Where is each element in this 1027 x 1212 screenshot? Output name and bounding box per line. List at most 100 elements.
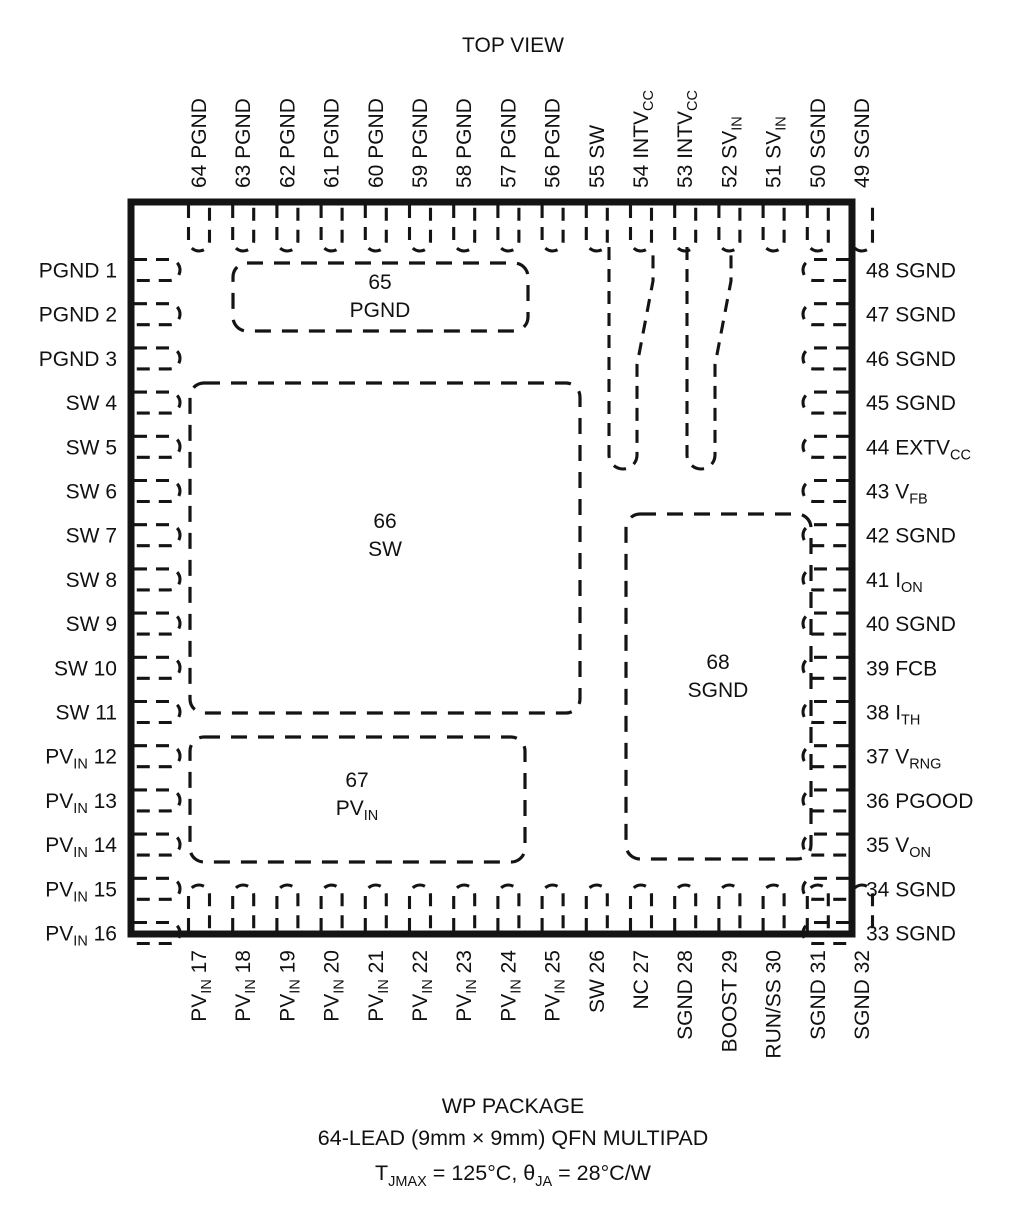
pin-pad-44[interactable]: [801, 434, 849, 459]
pin-label-26: SW 26: [586, 950, 609, 1013]
pin-pad-28[interactable]: [673, 883, 698, 931]
pin-pad-35[interactable]: [801, 832, 849, 857]
pin-label-31: SGND 31: [807, 950, 830, 1040]
pin-label-58: 58 PGND: [453, 98, 476, 188]
pin-pad-13[interactable]: [134, 788, 182, 813]
merged-pad-fingers: [607, 247, 733, 471]
pin-pad-60[interactable]: [363, 205, 388, 253]
pin-label-22: PVIN 22: [409, 950, 436, 1022]
pin-pad-33[interactable]: [801, 920, 849, 946]
pin-pad-55[interactable]: [584, 205, 609, 253]
pin-pad-47[interactable]: [801, 302, 849, 327]
pin-pad-24[interactable]: [496, 883, 521, 931]
pin-pad-1[interactable]: [134, 257, 182, 283]
pin-pad-31[interactable]: [805, 883, 830, 931]
pin-pad-16[interactable]: [134, 920, 182, 946]
pin-pad-15[interactable]: [134, 876, 182, 901]
exposed-pad-67-outline: [188, 735, 527, 864]
pin-pad-6[interactable]: [134, 478, 182, 504]
pin-pad-10[interactable]: [134, 655, 182, 680]
pin-pad-7[interactable]: [134, 523, 182, 548]
pin-label-34: 34 SGND: [866, 878, 956, 901]
left-pin-pads: [134, 257, 182, 946]
bottom-pin-pads: [186, 883, 875, 931]
pin-pad-56[interactable]: [540, 205, 565, 253]
pin-label-27: NC 27: [630, 950, 653, 1010]
pin-pad-49[interactable]: [849, 205, 875, 253]
pin-pad-48[interactable]: [801, 257, 849, 283]
pin-pad-22[interactable]: [407, 883, 433, 931]
pin-pad-27[interactable]: [628, 883, 654, 931]
package-caption: WP PACKAGE 64-LEAD (9mm × 9mm) QFN MULTI…: [318, 1094, 708, 1190]
pin-label-4: SW 4: [66, 392, 118, 415]
pin-pad-50[interactable]: [805, 205, 830, 253]
pin-label-32: SGND 32: [851, 950, 874, 1040]
top-pin-pads: [186, 205, 875, 253]
pin-label-2: PGND 2: [39, 304, 117, 327]
pin-pad-2[interactable]: [134, 302, 182, 327]
pin-label-7: SW 7: [66, 525, 117, 548]
pin-pad-61[interactable]: [319, 205, 344, 253]
pin-pad-5[interactable]: [134, 434, 182, 459]
pin-pad-41[interactable]: [801, 567, 849, 592]
pin-label-61: 61 PGND: [321, 98, 344, 188]
pin-pad-58[interactable]: [452, 205, 477, 253]
pin-pad-32[interactable]: [849, 883, 875, 931]
pin-pad-14[interactable]: [134, 832, 182, 857]
pin-label-54: 54 INTVCC: [630, 90, 657, 188]
pin-pad-34[interactable]: [801, 876, 849, 901]
pin-pad-45[interactable]: [801, 390, 849, 415]
pin-label-44: 44 EXTVCC: [866, 436, 971, 463]
pin-pad-38[interactable]: [801, 699, 849, 725]
pin-label-14: PVIN 14: [45, 834, 117, 861]
pin-pad-26[interactable]: [584, 883, 609, 931]
exposed-pad-65-outline: [231, 261, 530, 333]
pin-label-41: 41 ION: [866, 569, 923, 596]
exposed-pad-name-67: PVIN: [336, 797, 379, 824]
pin-pad-63[interactable]: [231, 205, 256, 253]
pin-pad-19[interactable]: [275, 883, 300, 931]
pin-pad-30[interactable]: [761, 883, 786, 931]
pin-label-6: SW 6: [66, 481, 117, 504]
pin-label-63: 63 PGND: [232, 98, 255, 188]
pin-label-25: PVIN 25: [542, 950, 569, 1022]
pin-pad-57[interactable]: [496, 205, 521, 253]
pin-pad-43[interactable]: [801, 478, 849, 504]
exposed-pad-name-68: SGND: [688, 679, 749, 702]
pin-pad-18[interactable]: [231, 883, 256, 931]
pin-label-8: SW 8: [66, 569, 117, 592]
pin-label-30: RUN/SS 30: [763, 950, 786, 1059]
pin-pad-21[interactable]: [363, 883, 388, 931]
pin-pad-20[interactable]: [319, 883, 344, 931]
pin-pad-4[interactable]: [134, 390, 182, 415]
pin-pad-62[interactable]: [275, 205, 300, 253]
caption-line-package-name: WP PACKAGE: [442, 1094, 585, 1118]
pin-pad-46[interactable]: [801, 346, 849, 371]
exposed-pad-name-66: SW: [368, 538, 402, 561]
pin-pad-9[interactable]: [134, 611, 182, 636]
pin-label-59: 59 PGND: [409, 98, 432, 188]
pin-label-46: 46 SGND: [866, 348, 956, 371]
pin-label-37: 37 VRNG: [866, 746, 941, 773]
pin-pad-54[interactable]: [628, 205, 654, 253]
pin-pad-51[interactable]: [761, 205, 786, 253]
pin-pad-11[interactable]: [134, 699, 182, 725]
pin-pad-29[interactable]: [717, 883, 742, 931]
pin-pad-23[interactable]: [452, 883, 477, 931]
pin-pad-52[interactable]: [717, 205, 742, 253]
pin-pad-3[interactable]: [134, 346, 182, 371]
pin-label-49: 49 SGND: [851, 98, 874, 188]
pin-label-33: 33 SGND: [866, 923, 956, 946]
pin-label-47: 47 SGND: [866, 304, 956, 327]
pin-pad-53[interactable]: [673, 205, 698, 253]
pin-pad-59[interactable]: [407, 205, 433, 253]
pin-pad-25[interactable]: [540, 883, 565, 931]
exposed-pads: [188, 261, 813, 864]
pin-pad-64[interactable]: [186, 205, 212, 253]
pin-label-48: 48 SGND: [866, 260, 956, 283]
pin-pad-12[interactable]: [134, 744, 182, 769]
pin-pad-17[interactable]: [186, 883, 212, 931]
pin-pad-8[interactable]: [134, 567, 182, 592]
